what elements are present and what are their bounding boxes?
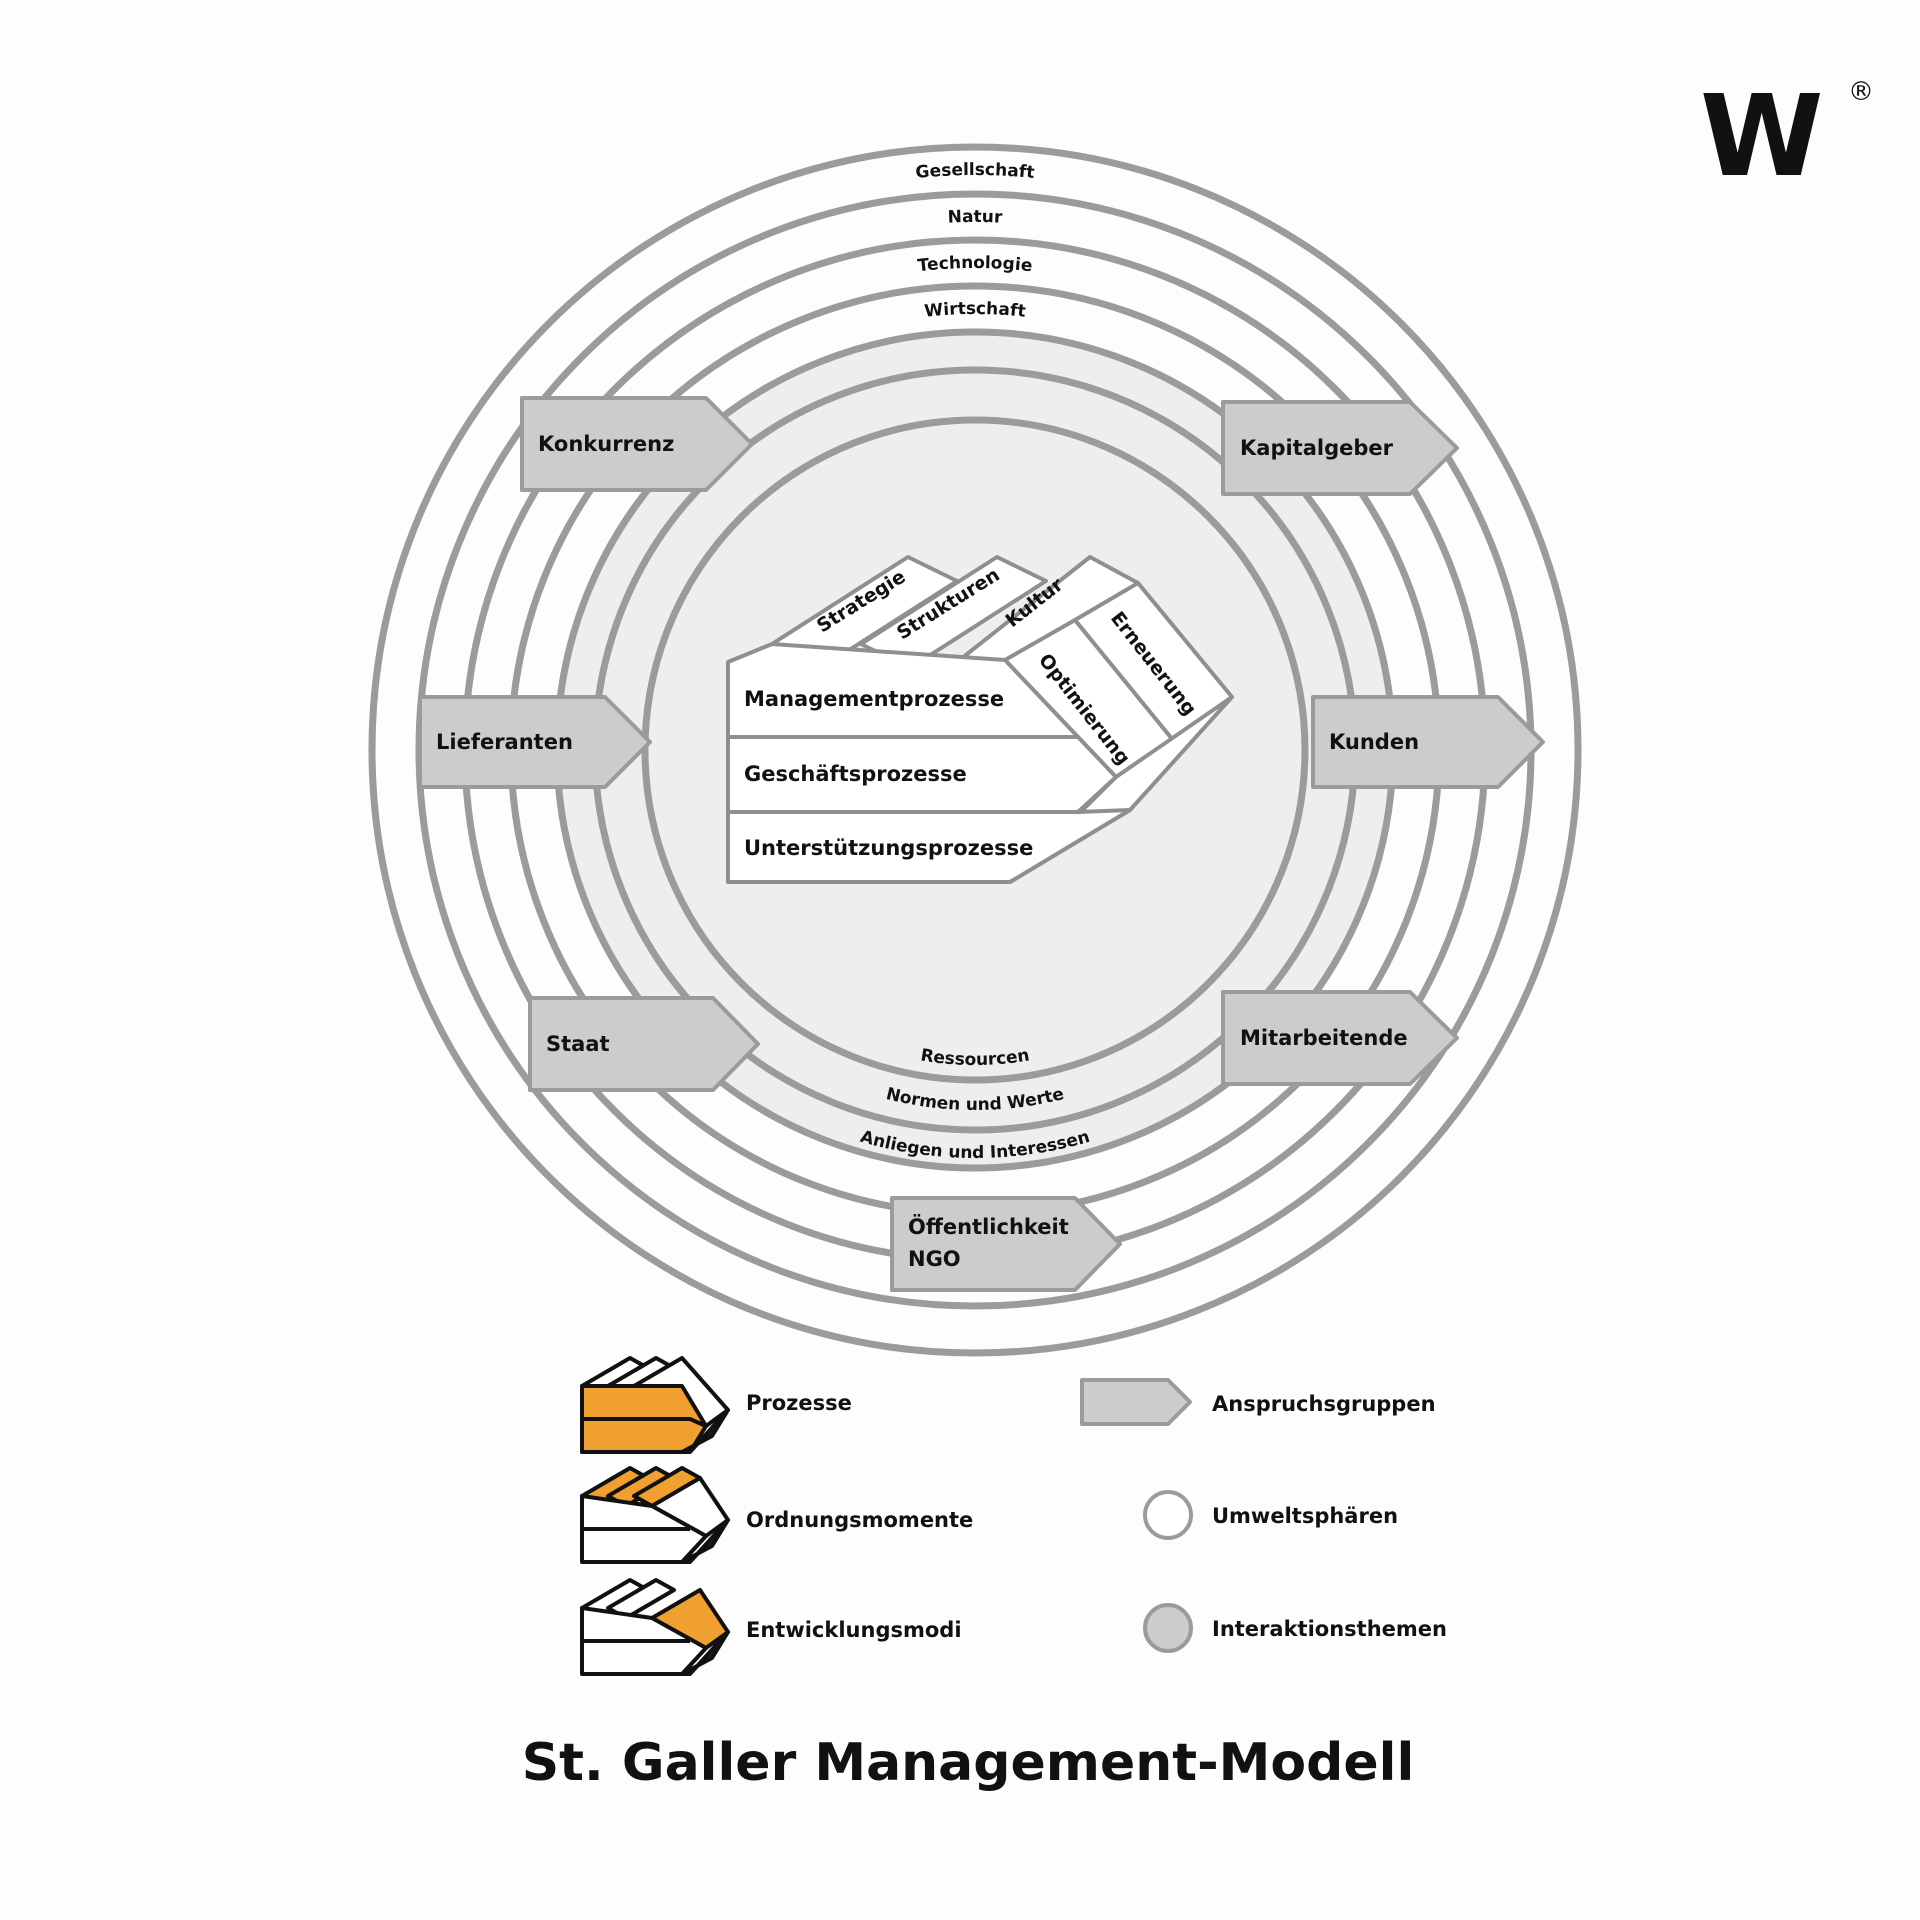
stakeholder-label: Konkurrenz <box>538 432 674 456</box>
stakeholder-label: Lieferanten <box>436 730 573 754</box>
legend-icon-prozesse <box>580 1356 730 1454</box>
legend-label-umweltsphaeren: Umweltsphären <box>1212 1504 1398 1528</box>
stakeholder-label: Öffentlichkeit <box>908 1214 1069 1239</box>
legend-label-interaktionsthemen: Interaktionsthemen <box>1212 1617 1447 1641</box>
ring-gesellschaft <box>368 143 1582 1357</box>
legend-icon-umweltsphaeren <box>1143 1490 1193 1540</box>
sphere-label-technologie: Technologie <box>917 253 1034 276</box>
legend-icon-ordnungsmomente <box>580 1466 730 1564</box>
process-label-unterstuetzung: Unterstützungsprozesse <box>744 836 1033 860</box>
stakeholder-konkurrenz: Konkurrenz <box>520 396 754 492</box>
process-label-management: Managementprozesse <box>744 687 1004 711</box>
logo-glyph: W <box>1700 72 1824 202</box>
diagram-title: St. Galler Management-Modell <box>522 1733 1415 1793</box>
process-geschaeft <box>726 735 1118 814</box>
stakeholder-label-line2: NGO <box>908 1247 961 1271</box>
stakeholder-label: Staat <box>546 1032 610 1056</box>
brand-logo: W ® <box>1700 72 1874 202</box>
legend-label-entwicklungsmodi: Entwicklungsmodi <box>746 1618 962 1642</box>
svg-text:Natur: Natur <box>947 207 1003 228</box>
sphere-label-wirtschaft: Wirtschaft <box>923 299 1026 322</box>
sphere-label-gesellschaft: Gesellschaft <box>915 160 1036 183</box>
stakeholder-staat: Staat <box>528 996 760 1092</box>
svg-text:Gesellschaft: Gesellschaft <box>915 160 1036 183</box>
registered-mark: ® <box>1848 77 1874 107</box>
organisation-model: Managementprozesse Geschäftsprozesse Unt… <box>726 555 1234 884</box>
stakeholder-mitarbeitende: Mitarbeitende <box>1221 990 1459 1086</box>
stakeholder-label: Kunden <box>1329 730 1419 754</box>
process-unterstuetzung <box>726 808 1132 884</box>
svg-text:Technologie: Technologie <box>917 253 1034 276</box>
stakeholder-oeffentlichkeit: Öffentlichkeit NGO <box>890 1196 1122 1292</box>
legend-label-ordnungsmomente: Ordnungsmomente <box>746 1508 973 1532</box>
legend-label-anspruchsgruppen: Anspruchsgruppen <box>1212 1392 1436 1416</box>
legend-icon-interaktionsthemen <box>1143 1603 1193 1653</box>
process-label-geschaeft: Geschäftsprozesse <box>744 762 967 786</box>
legend-label-prozesse: Prozesse <box>746 1391 852 1415</box>
process-management <box>726 642 1080 739</box>
svg-text:Wirtschaft: Wirtschaft <box>923 299 1026 322</box>
stakeholder-kunden: Kunden <box>1311 695 1545 789</box>
stakeholder-lieferanten: Lieferanten <box>418 695 652 789</box>
stakeholder-label: Kapitalgeber <box>1240 436 1394 460</box>
legend: Prozesse Ordnungsmomente Entwicklungsmod… <box>580 1356 1447 1676</box>
sphere-label-natur: Natur <box>947 207 1003 228</box>
stakeholder-label: Mitarbeitende <box>1240 1026 1408 1050</box>
legend-icon-anspruchsgruppen <box>1080 1378 1192 1426</box>
stakeholder-kapitalgeber: Kapitalgeber <box>1221 400 1459 496</box>
legend-icon-entwicklungsmodi <box>580 1578 730 1676</box>
